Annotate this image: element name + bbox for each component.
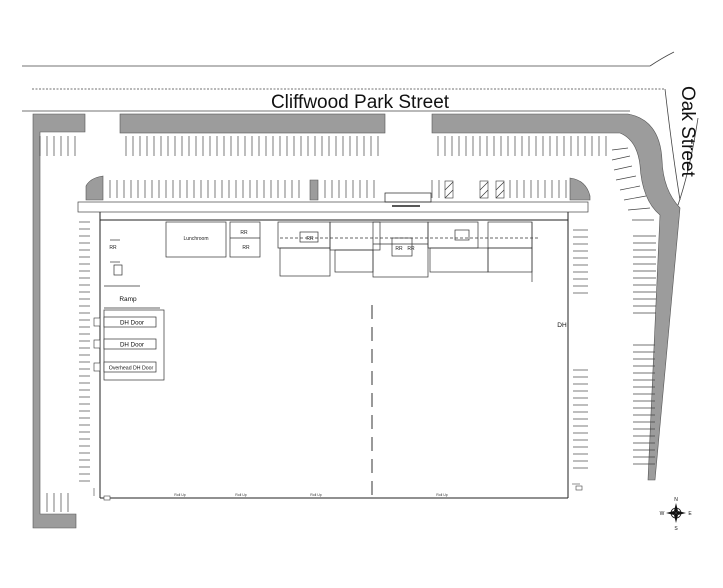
- accessible-stalls: [444, 180, 505, 199]
- office-interior: [103, 221, 540, 381]
- roll-up-label: Roll Up: [436, 493, 448, 497]
- restroom-label: RR: [395, 246, 403, 252]
- parking-stalls-top: [109, 136, 607, 198]
- compass-north: N: [674, 497, 678, 503]
- oak-street-label: Oak Street: [677, 86, 698, 178]
- restroom-label: RR: [109, 245, 117, 251]
- compass-east: E: [688, 511, 692, 517]
- building-outline: [77, 192, 589, 499]
- overhead-dh-door-label: Overhead DH Door: [109, 366, 154, 372]
- lunchroom-label: Lunchroom: [183, 236, 208, 242]
- dh-door-1-label: DH Door: [120, 320, 144, 327]
- roll-up-label: Roll Up: [174, 493, 186, 497]
- landscape-islands: [32, 113, 681, 529]
- compass-west: W: [660, 511, 665, 517]
- cliffwood-park-street-label: Cliffwood Park Street: [271, 92, 450, 113]
- dh-door-2-label: DH Door: [120, 342, 144, 349]
- parking-stalls-left: [39, 136, 90, 512]
- roll-up-label: Roll Up: [310, 493, 322, 497]
- compass-rose-icon: N S E W: [660, 497, 693, 532]
- restroom-label: RR: [242, 245, 250, 251]
- cliffwood-park-street-lines: [22, 51, 675, 112]
- compass-south: S: [674, 526, 678, 532]
- east-dh-label: DH: [557, 322, 567, 329]
- ramp-label: Ramp: [119, 296, 137, 303]
- restroom-label: RR: [240, 230, 248, 236]
- oak-street-edge: [664, 88, 699, 206]
- roll-up-doors: [93, 483, 583, 501]
- dock-doors: DH Door DH Door Overhead DH Door DH: [93, 316, 567, 373]
- restroom-label: RR: [407, 246, 415, 252]
- restroom-label: RR: [306, 236, 314, 242]
- parking-stalls-right: [573, 147, 656, 469]
- roll-up-label: Roll Up: [235, 493, 247, 497]
